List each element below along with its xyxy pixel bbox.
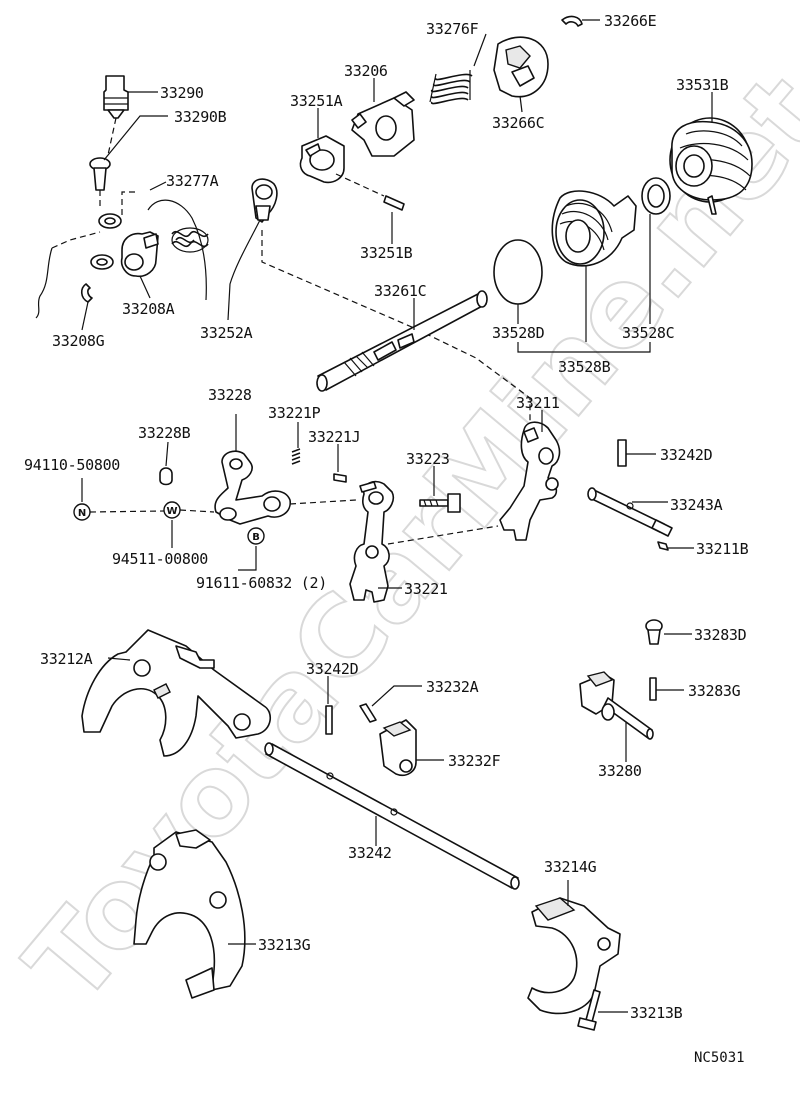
marker-b: B	[247, 527, 265, 545]
label-33228B: 33228B	[138, 424, 191, 442]
snap-ring-part	[80, 283, 93, 303]
pin-33232A	[359, 703, 377, 723]
label-33290B: 33290B	[174, 108, 227, 126]
label-33213B: 33213B	[630, 1004, 683, 1022]
breather-plug-part	[103, 75, 129, 119]
svg-text:B: B	[252, 532, 260, 543]
svg-text:N: N	[78, 508, 86, 519]
snap-ring-33266E	[561, 15, 583, 27]
collar-33228B	[159, 467, 173, 486]
pin-33283G	[649, 677, 657, 701]
label-33223: 33223	[406, 450, 450, 468]
label-33221P: 33221P	[268, 404, 321, 422]
label-33213G: 33213G	[258, 936, 311, 954]
label-33528B: 33528B	[558, 358, 611, 376]
label-33211B: 33211B	[696, 540, 749, 558]
shift-lever-33211	[499, 421, 561, 541]
label-33283D: 33283D	[694, 626, 747, 644]
marker-w: W	[163, 501, 181, 519]
label-33221: 33221	[404, 580, 448, 598]
label-33243A: 33243A	[670, 496, 723, 514]
label-33242D-b: 33242D	[306, 660, 359, 678]
label-33276F: 33276F	[426, 20, 479, 38]
shift-lever-33221	[349, 480, 395, 603]
shift-inner-lever-33251A	[299, 135, 345, 184]
label-33261C: 33261C	[374, 282, 426, 300]
boot-33531B	[669, 117, 753, 215]
label-33251A: 33251A	[290, 92, 343, 110]
bolt-33283D	[645, 619, 663, 645]
retainer-33528B	[551, 190, 637, 267]
shaft-33243A	[587, 487, 673, 537]
o-ring-33528D	[493, 239, 543, 305]
bolt-33223	[419, 493, 461, 513]
shift-shaft-33261C	[316, 290, 488, 392]
marker-n: N	[73, 503, 91, 521]
shift-shaft-33242	[264, 742, 520, 890]
label-33208G: 33208G	[52, 332, 105, 350]
label-33252A: 33252A	[200, 324, 253, 342]
watermark: ToyotaCarMine.net	[2, 51, 800, 1027]
label-33266E: 33266E	[604, 12, 657, 30]
lever-33252A	[251, 178, 278, 223]
diagram-code: NC5031	[694, 1050, 745, 1066]
label-94511-00800: 94511-00800	[112, 550, 208, 568]
label-33242: 33242	[348, 844, 392, 862]
pin-33242D-b	[325, 705, 333, 735]
shift-head-33206	[351, 91, 415, 157]
shift-fork-33212A	[81, 629, 271, 757]
label-33266C: 33266C	[492, 114, 544, 132]
spring-33221P	[291, 448, 301, 465]
label-33280: 33280	[598, 762, 642, 780]
label-33212A: 33212A	[40, 650, 93, 668]
shift-lever-housing-part	[120, 231, 159, 278]
label-33290: 33290	[160, 84, 204, 102]
label-33528C: 33528C	[622, 324, 674, 342]
pin-33251B	[383, 195, 405, 211]
shift-fork-33213G	[133, 829, 246, 999]
shift-fork-33214G	[527, 897, 621, 1015]
pin-33242D	[617, 439, 627, 467]
label-33232A: 33232A	[426, 678, 479, 696]
label-91611-60832: 91611-60832 (2)	[196, 574, 327, 592]
label-33221J: 33221J	[308, 428, 360, 446]
shift-head-33232F	[379, 719, 417, 777]
shift-head-33280	[579, 671, 654, 740]
shift-cover-33266C	[493, 36, 549, 98]
select-lever-33228	[214, 450, 291, 525]
svg-text:W: W	[166, 506, 177, 517]
bolt-33213B	[577, 989, 601, 1031]
label-33242D-a: 33242D	[660, 446, 713, 464]
pin-33221J	[333, 473, 347, 483]
label-33531B: 33531B	[676, 76, 729, 94]
label-33228: 33228	[208, 386, 252, 404]
label-94110-50800: 94110-50800	[24, 456, 120, 474]
label-33211: 33211	[516, 394, 560, 412]
seal-33528C	[641, 177, 671, 215]
pin-33211B	[657, 541, 669, 551]
label-33283G: 33283G	[688, 682, 741, 700]
label-33277A: 33277A	[166, 172, 219, 190]
label-33232F: 33232F	[448, 752, 501, 770]
label-33214G: 33214G	[544, 858, 597, 876]
spring-33276F	[429, 70, 473, 105]
label-33528D: 33528D	[492, 324, 545, 342]
breather-cap-part	[89, 157, 111, 191]
label-33208A: 33208A	[122, 300, 175, 318]
spring-33277A	[171, 227, 209, 253]
label-33251B: 33251B	[360, 244, 413, 262]
label-33206: 33206	[344, 62, 388, 80]
